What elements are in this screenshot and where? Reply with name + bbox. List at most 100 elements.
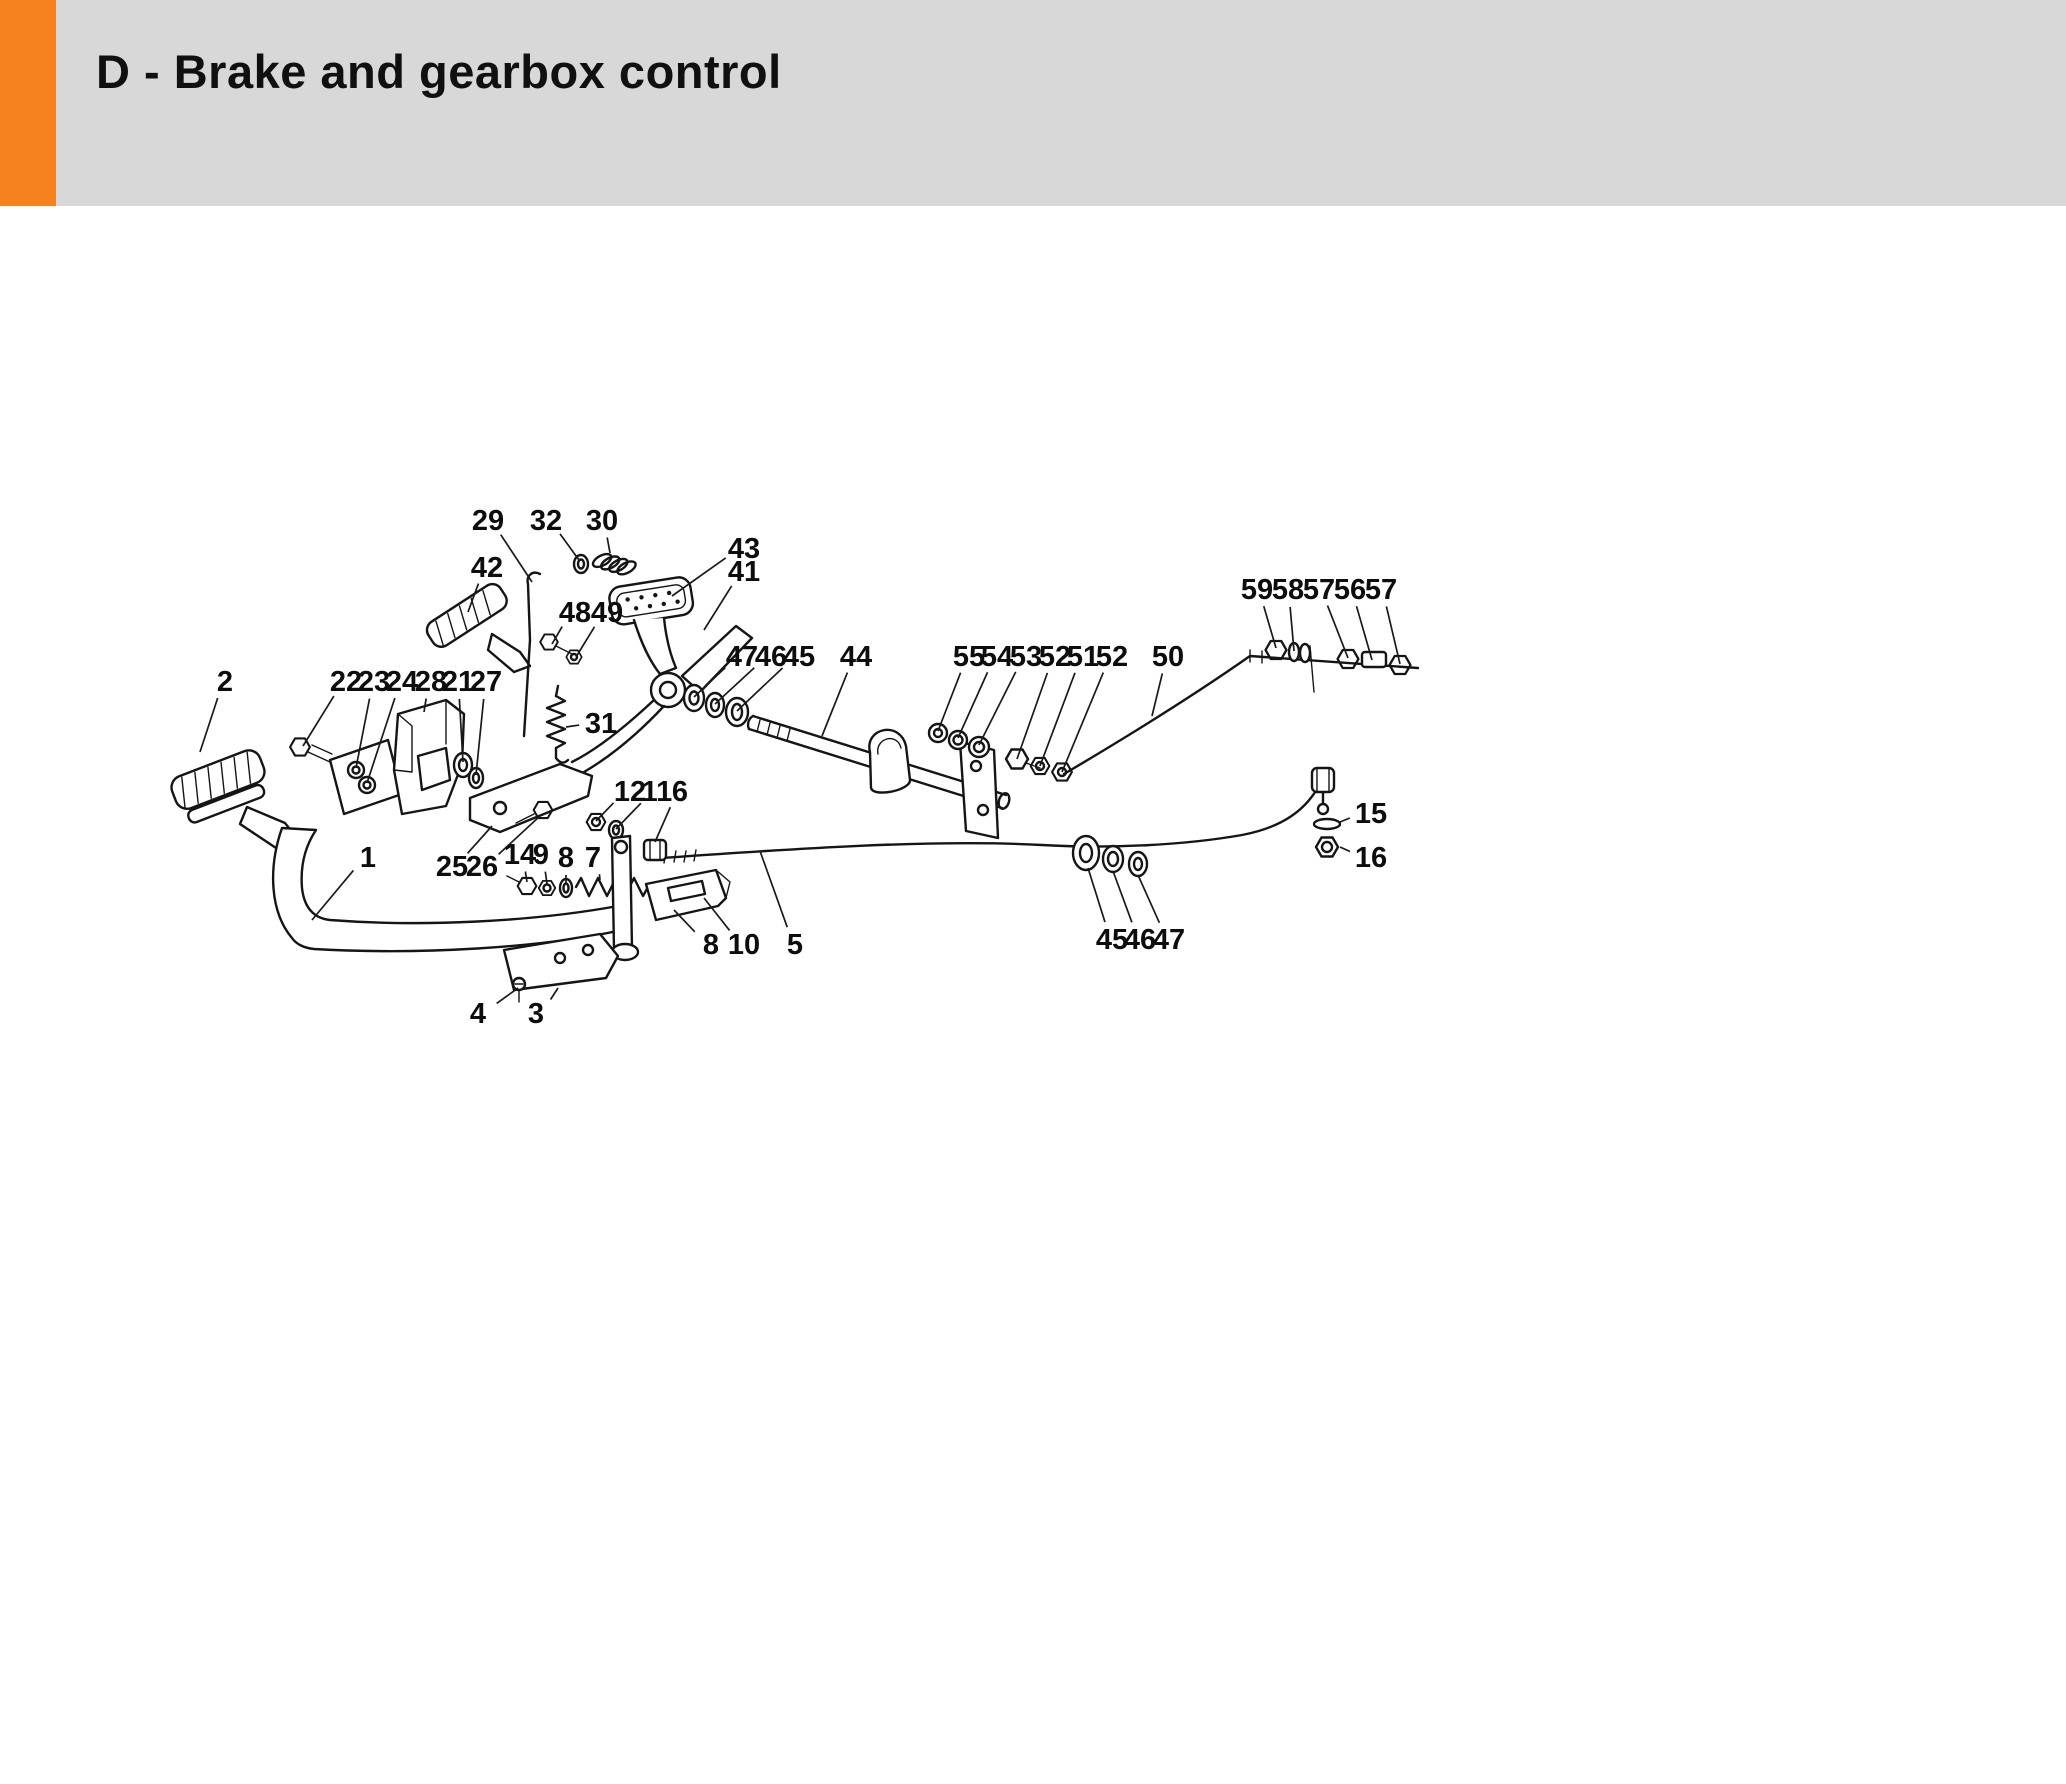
leader-line [311, 869, 355, 921]
part-number-label: 21 [442, 666, 474, 698]
part-49-nut [565, 649, 583, 665]
page-title: D - Brake and gearbox control [96, 45, 782, 98]
part-number-label: 44 [840, 641, 872, 673]
part-number-label: 57 [1365, 574, 1397, 606]
part-number-label: 23 [358, 666, 390, 698]
part-28-bracket [392, 698, 466, 816]
page-header: D - Brake and gearbox control [0, 0, 2066, 206]
part-number-label: 16 [1355, 842, 1387, 874]
leader-line [714, 667, 755, 705]
part-30-spring [591, 552, 637, 576]
leader-line [498, 815, 541, 855]
leader-line [466, 825, 493, 854]
part-number-label: 6 [672, 776, 688, 808]
leader-line [703, 585, 733, 631]
leader-line [606, 537, 611, 554]
part-31-spring [545, 684, 570, 764]
leader-line [1061, 672, 1105, 773]
leader-line [544, 871, 548, 885]
support-plate-right [958, 740, 1000, 840]
leader-line [937, 672, 962, 732]
part-number-label: 28 [415, 666, 447, 698]
leader-line [615, 802, 642, 830]
part-47-washer-left [682, 683, 706, 713]
part-number-label: 47 [1153, 924, 1185, 956]
part-number-label: 12 [614, 776, 646, 808]
part-number-label: 9 [533, 839, 549, 871]
part-number-label: 58 [1272, 574, 1304, 606]
part-number-label: 45 [1096, 924, 1128, 956]
leader-line [759, 850, 789, 928]
leader-line [654, 806, 672, 843]
leader-line [1355, 605, 1373, 661]
leader-line [978, 671, 1017, 746]
part-52-bolt [1004, 748, 1041, 770]
part-12-nut [585, 812, 607, 832]
part-10-support-bracket [644, 868, 731, 922]
part-7-spring [574, 876, 650, 898]
leader-line [423, 698, 427, 713]
leader-line [821, 672, 849, 737]
leader-line [199, 697, 219, 753]
part-53-washer [967, 735, 991, 759]
leader-line [1262, 605, 1277, 649]
part-number-label: 7 [585, 842, 601, 874]
part-45-bushing-left [724, 696, 750, 728]
leader-line [458, 698, 464, 763]
leader-line [559, 533, 580, 561]
leader-line [957, 671, 989, 739]
accent-bar [0, 0, 56, 206]
leader-line [549, 987, 559, 1000]
part-number-label: 56 [1334, 574, 1366, 606]
leader-line [565, 724, 580, 728]
part-number-label: 52 [1096, 641, 1128, 673]
part-number-label: 2 [217, 666, 233, 698]
part-9-nut [537, 879, 557, 897]
part-54-washer [947, 729, 969, 751]
leader-line [1151, 673, 1164, 717]
leader-line [1039, 672, 1076, 767]
part-number-label: 32 [530, 505, 562, 537]
part-number-label: 1 [360, 842, 376, 874]
part-number-label: 5 [787, 929, 803, 961]
part-number-label: 45 [783, 641, 815, 673]
part-number-label: 4 [470, 998, 486, 1030]
part-number-label: 48 [559, 597, 591, 629]
leader-line [575, 626, 596, 658]
drawing-art [170, 552, 1420, 1003]
part-number-label: 11 [642, 776, 673, 808]
part-23-24-bracket [328, 738, 404, 816]
part-number-label: 27 [470, 666, 502, 698]
leader-line [1137, 874, 1161, 924]
part-16-nut [1314, 836, 1340, 858]
part-number-label: 14 [504, 839, 536, 871]
part-number-label: 50 [1152, 641, 1184, 673]
leader-line [366, 697, 396, 784]
part-14-bolt [506, 875, 538, 896]
leader-line [302, 695, 335, 747]
leader-line [1016, 672, 1049, 760]
part-number-label: 3 [528, 998, 544, 1030]
part-15-ball-joint [1310, 766, 1342, 831]
part-29-rod [522, 571, 542, 738]
leader-line [1385, 606, 1401, 665]
part-41-brake-lever [570, 616, 754, 774]
leader-lines [199, 533, 1401, 1005]
leader-line [1326, 605, 1349, 659]
part-55-washer [927, 722, 949, 744]
part-47-washer-right [1127, 850, 1149, 878]
leader-line [524, 871, 528, 883]
part-number-label: 22 [330, 666, 362, 698]
part-number-label: 49 [591, 597, 623, 629]
leader-line [693, 667, 726, 698]
leader-line [551, 626, 563, 645]
leader-line [467, 583, 480, 613]
leader-line [1339, 846, 1351, 853]
part-number-label: 43 [728, 533, 760, 565]
part-number-label: 25 [436, 851, 468, 883]
part-number-label: 57 [1303, 574, 1335, 606]
part-number-label: 8 [703, 929, 719, 961]
